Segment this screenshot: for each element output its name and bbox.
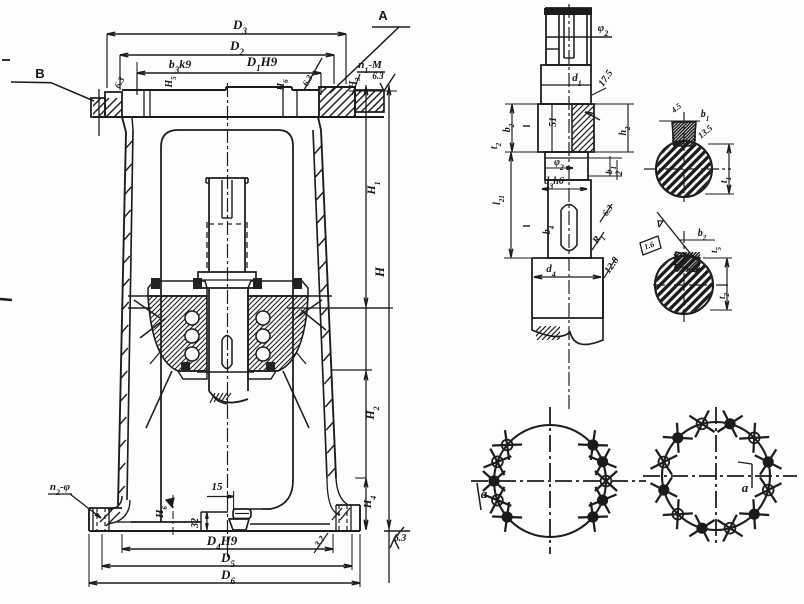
svg-text:t2: t2 [717, 292, 731, 299]
svg-text:b1: b1 [701, 109, 710, 123]
svg-text:∇: ∇ [656, 219, 665, 229]
svg-text:2: 2 [614, 170, 624, 176]
svg-text:n2-φ: n2-φ [50, 481, 71, 497]
svg-text:φ2: φ2 [554, 157, 564, 172]
svg-text:b3k9: b3k9 [169, 57, 192, 75]
svg-text:h2: h2 [618, 126, 632, 136]
svg-text:D4H9: D4H9 [206, 533, 238, 552]
svg-text:d1: d1 [572, 72, 582, 88]
svg-text:t2: t2 [489, 142, 503, 149]
svg-text:b2: b2 [698, 228, 707, 242]
svg-text:6.3: 6.3 [372, 71, 384, 81]
svg-text:a: a [742, 480, 749, 495]
svg-text:H: H [372, 266, 387, 278]
svg-text:b4: b4 [542, 225, 556, 234]
svg-text:6.3: 6.3 [394, 533, 407, 544]
svg-text:b2: b2 [502, 123, 516, 132]
svg-text:15: 15 [212, 481, 224, 493]
svg-text:l21: l21 [492, 195, 506, 205]
svg-text:φ2: φ2 [598, 22, 608, 38]
svg-text:d4: d4 [546, 263, 556, 279]
svg-text:32: 32 [190, 518, 201, 529]
svg-text:51: 51 [548, 117, 559, 127]
svg-text:D1H9: D1H9 [246, 54, 278, 73]
svg-text:1.6: 1.6 [643, 240, 655, 252]
svg-text:B: B [35, 66, 44, 81]
svg-text:b1: b1 [604, 166, 618, 174]
svg-text:t1: t1 [719, 177, 733, 183]
svg-text:a: a [481, 486, 488, 501]
svg-text:t5: t5 [709, 246, 723, 253]
svg-text:A: A [378, 8, 388, 23]
